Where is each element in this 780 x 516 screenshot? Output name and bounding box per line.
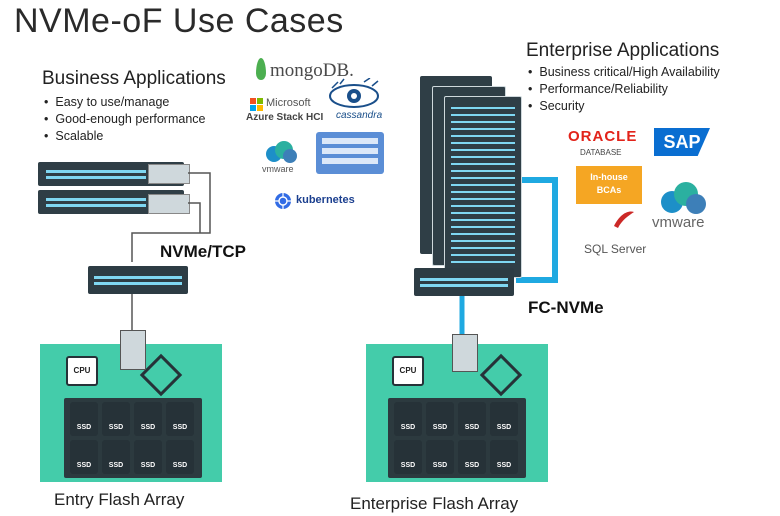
- ssd-drive: SSD: [458, 402, 486, 436]
- fc-switch: [414, 268, 514, 296]
- bcas-label: BCAs: [596, 185, 622, 195]
- ssd-drive: SSD: [490, 440, 518, 474]
- oracle-logo: ORACLE: [568, 128, 638, 145]
- business-apps-heading: Business Applications: [42, 68, 226, 89]
- page-title: NVMe-oF Use Cases: [14, 2, 344, 40]
- sql-server-icon: [614, 211, 634, 228]
- business-apps-bullets: Easy to use/manage Good-enough performan…: [44, 94, 206, 145]
- business-bullet: Good-enough performance: [44, 111, 205, 128]
- business-bullet: Easy to use/manage: [44, 94, 206, 111]
- nvme-tcp-label: NVMe/TCP: [160, 242, 246, 261]
- ssd-drive: SSD: [134, 402, 162, 436]
- fc-connector-icon: [452, 334, 478, 372]
- kubernetes-logo: kubernetes: [296, 194, 355, 206]
- microsoft-icon: [250, 98, 264, 112]
- kubernetes-helm-icon: [275, 193, 291, 209]
- vmware-cloud-icon: [661, 182, 706, 214]
- entry-flash-array-label: Entry Flash Array: [54, 490, 185, 509]
- ssd-drive: SSD: [134, 440, 162, 474]
- nic-port-icon: [148, 164, 190, 184]
- vmware-cloud-icon: [266, 141, 297, 163]
- enterprise-apps-bullets: Business critical/High Availability Perf…: [528, 64, 720, 115]
- enterprise-flash-array-label: Enterprise Flash Array: [350, 494, 519, 513]
- cpu-icon: CPU: [392, 356, 424, 386]
- oracle-database-label: DATABASE: [580, 148, 622, 157]
- enterprise-flash-array: CPU SSD SSD SSD SSD SSD SSD SSD SSD: [366, 344, 548, 482]
- enterprise-bullet: Security: [528, 98, 720, 115]
- inhouse-label: In-house: [590, 172, 628, 182]
- ssd-drive: SSD: [102, 440, 130, 474]
- vsphere-dashboard-icon: [316, 132, 384, 174]
- enterprise-apps-heading: Enterprise Applications: [526, 40, 720, 61]
- azure-stack-hci-label: Azure Stack HCI: [246, 112, 324, 123]
- inhouse-bcas-box: In-house BCAs: [576, 166, 642, 204]
- vmware-logo-left: vmware: [262, 164, 294, 174]
- vmware-logo-right: vmware: [652, 214, 705, 231]
- ssd-tray: SSD SSD SSD SSD SSD SSD SSD SSD: [388, 398, 526, 478]
- server-rack: [444, 96, 522, 278]
- enterprise-bullet: Performance/Reliability: [528, 81, 720, 98]
- chip-icon: [139, 353, 183, 397]
- sql-server-logo: SQL Server: [584, 242, 647, 256]
- ethernet-connector-icon: [120, 330, 146, 370]
- cpu-icon: CPU: [66, 356, 98, 386]
- microsoft-logo: Microsoft: [266, 97, 311, 109]
- mongodb-leaf-icon: [256, 58, 266, 80]
- business-bullet: Scalable: [44, 128, 206, 145]
- mongodb-logo: mongoDB.: [270, 60, 354, 81]
- cassandra-eye-icon: [329, 78, 379, 108]
- ssd-drive: SSD: [70, 440, 98, 474]
- ssd-drive: SSD: [426, 440, 454, 474]
- ssd-drive: SSD: [458, 440, 486, 474]
- ssd-tray: SSD SSD SSD SSD SSD SSD SSD SSD: [64, 398, 202, 478]
- nic-port-icon: [148, 194, 190, 214]
- cassandra-logo: cassandra: [336, 110, 383, 121]
- ssd-drive: SSD: [426, 402, 454, 436]
- ssd-drive: SSD: [394, 402, 422, 436]
- ssd-drive: SSD: [166, 440, 194, 474]
- ssd-drive: SSD: [166, 402, 194, 436]
- fc-nvme-label: FC-NVMe: [528, 298, 604, 317]
- ssd-drive: SSD: [102, 402, 130, 436]
- network-switch: [88, 266, 188, 294]
- ssd-drive: SSD: [394, 440, 422, 474]
- enterprise-bullet: Business critical/High Availability: [528, 64, 719, 81]
- ssd-drive: SSD: [70, 402, 98, 436]
- ssd-drive: SSD: [490, 402, 518, 436]
- chip-icon: [479, 353, 523, 397]
